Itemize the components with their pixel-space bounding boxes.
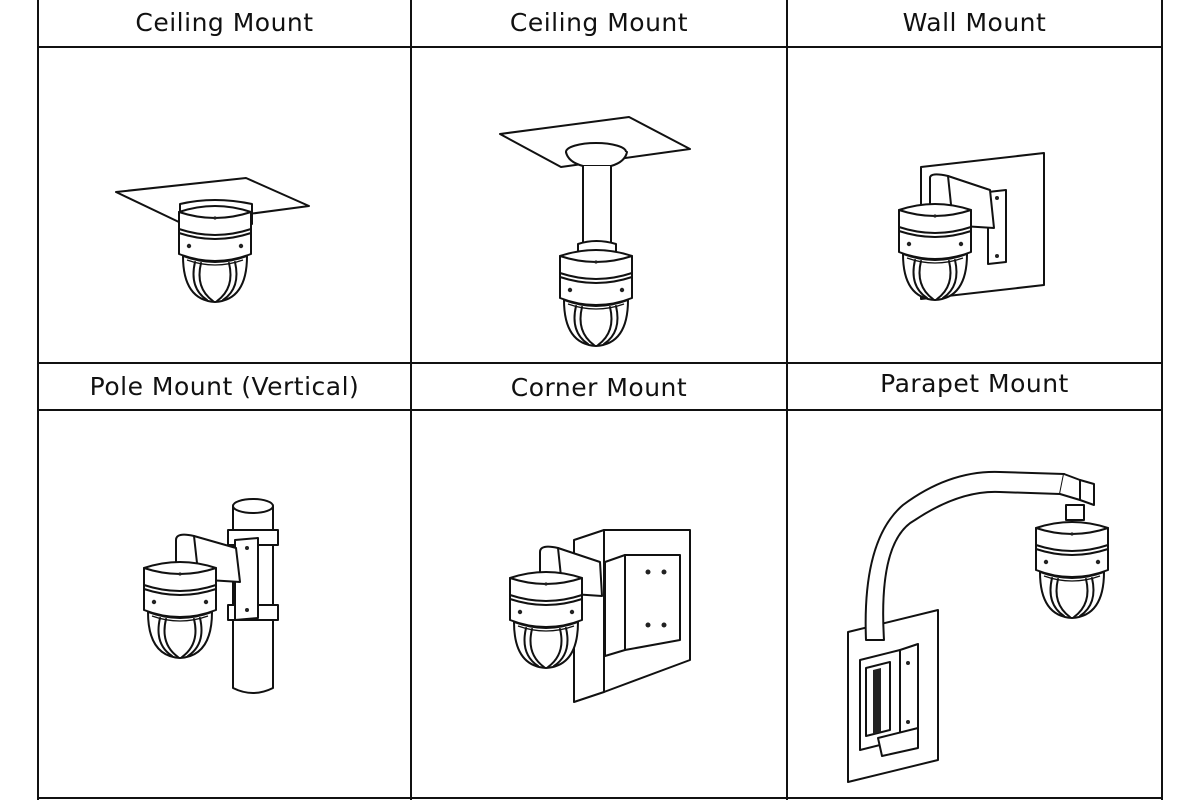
- panel-title-ceiling-mount-1: Ceiling Mount: [135, 8, 314, 37]
- panel-title-parapet-mount: Parapet Mount: [880, 369, 1069, 398]
- grid-lines: [37, 0, 1163, 800]
- panel-title-pole-mount: Pole Mount (Vertical): [89, 372, 360, 401]
- panel-title-corner-mount: Corner Mount: [510, 373, 688, 402]
- wall-mount-illustration: [898, 152, 1045, 301]
- corner-mount-illustration: [509, 529, 691, 703]
- parapet-mount-illustration: [847, 470, 1109, 783]
- ceiling-mount-illustration: [115, 177, 310, 303]
- pole-mount-illustration: [143, 498, 279, 694]
- panel-title-wall-mount: Wall Mount: [902, 8, 1047, 37]
- pendant-ceiling-mount-illustration: [499, 116, 691, 347]
- panel-title-ceiling-mount-2: Ceiling Mount: [509, 8, 689, 37]
